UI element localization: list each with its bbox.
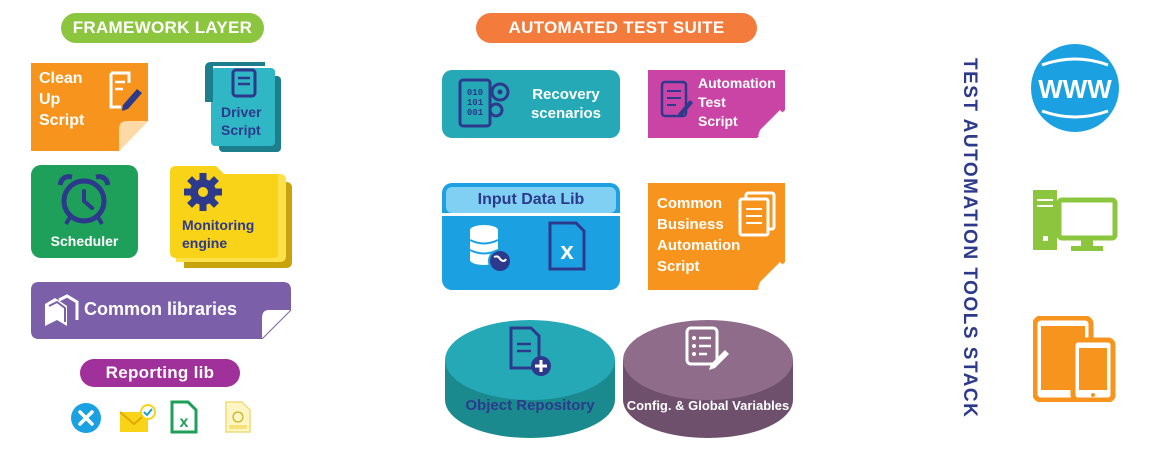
edit-document-icon (109, 71, 142, 111)
config-global-variables-label: Config. & Global Variables (626, 398, 790, 413)
input-data-lib-tile: x Input Data Lib (442, 183, 620, 290)
clean-up-label-1: Clean (39, 70, 83, 87)
common-business-label-4: Script (657, 258, 700, 275)
clean-up-script-tile: Clean Up Script (31, 63, 148, 151)
monitoring-engine-tile: Monitoring engine (170, 166, 292, 268)
automation-test-script-tile: Automation Test Script (648, 70, 785, 138)
common-libraries-card (31, 282, 291, 339)
common-libraries-label: Common libraries (84, 299, 238, 319)
driver-label-1: Driver (221, 104, 262, 120)
object-repository-tile: Object Repository (445, 318, 615, 440)
automation-test-label-1: Automation (698, 75, 776, 91)
books-icon (45, 294, 79, 326)
clean-up-script-card (31, 63, 148, 151)
svg-text:001: 001 (467, 108, 484, 118)
monitoring-label-2: engine (182, 235, 228, 251)
desktop-computer-icon (1033, 190, 1118, 251)
scroll-icon (231, 68, 257, 98)
clean-up-label-2: Up (39, 91, 61, 108)
www-label: WWW (1038, 74, 1112, 104)
svg-text:010: 010 (467, 88, 483, 98)
common-business-label-1: Common (657, 195, 722, 212)
add-document-icon (509, 326, 551, 376)
driver-script-card (205, 62, 281, 152)
common-business-script-tile: Common Business Automation Script (648, 183, 785, 290)
scheduler-card (31, 165, 138, 258)
svg-text:x: x (180, 414, 189, 431)
tablet-phone-icon (1033, 316, 1116, 402)
automation-test-label-3: Script (698, 113, 738, 129)
driver-label-2: Script (221, 122, 261, 138)
database-globe-icon (469, 225, 512, 273)
recovery-scenarios-tile: 010 101 001 Recovery scenarios (442, 70, 620, 138)
scheduler-label: Scheduler (50, 233, 119, 249)
recovery-label-1: Recovery (532, 86, 600, 103)
mail-check-icon (119, 404, 156, 432)
automated-test-suite-header: AUTOMATED TEST SUITE (476, 13, 757, 43)
common-business-label-3: Automation (657, 237, 741, 254)
recovery-label-2: scenarios (530, 105, 602, 122)
framework-layer-header: FRAMEWORK LAYER (61, 13, 264, 43)
svg-text:101: 101 (467, 98, 484, 108)
tablet-gear-icon: 010 101 001 (458, 78, 510, 128)
svg-text:x: x (560, 238, 574, 265)
html-file-icon (225, 401, 251, 433)
reporting-lib-header: Reporting lib (80, 359, 240, 387)
driver-script-tile: Driver Script (205, 62, 283, 154)
common-business-script-card (648, 183, 785, 290)
list-edit-icon (685, 326, 729, 370)
object-repository-cylinder (445, 320, 615, 438)
alarm-clock-icon (57, 174, 111, 225)
common-libraries-tile: Common libraries (31, 282, 291, 339)
gear-icon (184, 173, 222, 211)
scheduler-tile: Scheduler (31, 165, 138, 258)
monitoring-engine-folder (170, 166, 292, 268)
tools-stack-title: TEST AUTOMATION TOOLS STACK (959, 58, 980, 419)
excel-file-icon: x (548, 221, 586, 271)
automation-test-label-2: Test (698, 94, 726, 110)
config-global-variables-cylinder (623, 320, 793, 438)
automation-test-script-card (648, 70, 785, 138)
reporting-icons: x (71, 400, 251, 434)
input-data-lib-label: Input Data Lib (477, 191, 585, 208)
common-business-label-2: Business (657, 216, 724, 233)
close-circle-icon (71, 403, 101, 433)
monitoring-label-1: Monitoring (182, 217, 255, 233)
checklist-script-icon (660, 80, 693, 118)
object-repository-label: Object Repository (465, 397, 595, 414)
clean-up-label-3: Script (39, 112, 85, 129)
www-icon: WWW (1030, 43, 1120, 133)
config-global-variables-tile: Config. & Global Variables (623, 318, 793, 440)
recovery-scenarios-card: 010 101 001 (442, 70, 620, 138)
documents-icon (738, 191, 776, 237)
input-data-lib-card: x (442, 183, 620, 290)
excel-file-icon: x (170, 400, 198, 434)
